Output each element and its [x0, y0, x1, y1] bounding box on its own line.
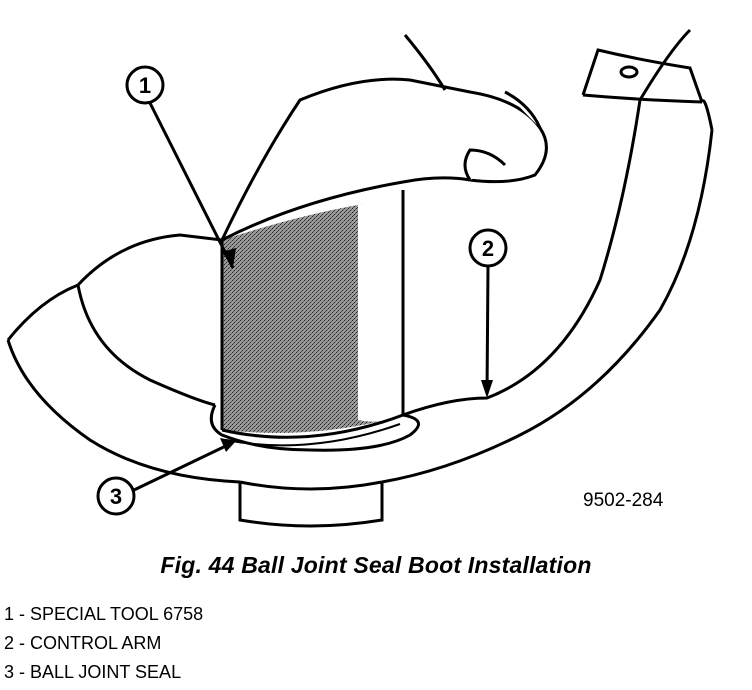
- ball-joint-stud: [238, 480, 384, 528]
- hand-drawing: [218, 34, 548, 244]
- special-tool-drawing: [220, 190, 405, 447]
- ball-joint-seal-illustration: 1 2 3 9502-284: [6, 28, 714, 528]
- legend: 1 - SPECIAL TOOL 6758 2 - CONTROL ARM 3 …: [4, 600, 203, 687]
- callout-1: 1: [125, 65, 236, 269]
- legend-item: 2 - CONTROL ARM: [4, 633, 162, 653]
- callout-2-number: 2: [482, 236, 494, 261]
- figure-caption: Fig. 44 Ball Joint Seal Boot Installatio…: [160, 552, 592, 578]
- callout-3: 3: [96, 438, 236, 516]
- callout-1-number: 1: [139, 73, 151, 98]
- callout-2: 2: [468, 228, 508, 398]
- callout-3-number: 3: [110, 484, 122, 509]
- control-arm-drawing: [6, 28, 714, 484]
- figure-code: 9502-284: [583, 490, 664, 511]
- legend-item: 3 - BALL JOINT SEAL: [4, 662, 182, 682]
- legend-item: 1 - SPECIAL TOOL 6758: [4, 604, 204, 624]
